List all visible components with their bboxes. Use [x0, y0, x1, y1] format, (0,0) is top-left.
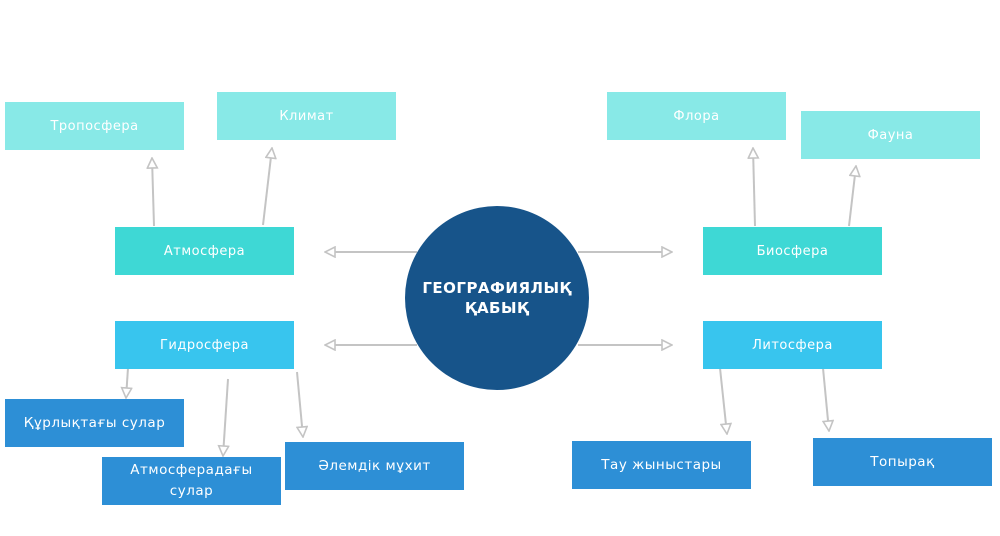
- node-land-waters: Құрлықтағы сулар: [5, 399, 184, 447]
- node-atmospheric-waters: Атмосферадағы сулар: [102, 457, 281, 505]
- arrow-biosphere-fauna: [848, 166, 856, 227]
- center-label: ГЕОГРАФИЯЛЫҚ ҚАБЫҚ: [422, 279, 572, 317]
- node-fauna: Фауна: [801, 111, 980, 159]
- node-flora: Флора: [607, 92, 786, 140]
- arrow-biosphere-flora: [753, 148, 755, 227]
- arrow-hydrosphere-world-ocean: [296, 371, 303, 437]
- arrow-hydrosphere-atmospheric-waters: [223, 378, 228, 456]
- node-rocks: Тау жыныстары: [572, 441, 751, 489]
- node-hydrosphere: Гидросфера: [115, 321, 294, 369]
- node-climate: Климат: [217, 92, 396, 140]
- arrow-lithosphere-soil: [823, 367, 829, 431]
- node-atmosphere: Атмосфера: [115, 227, 294, 275]
- node-troposphere: Тропосфера: [5, 102, 184, 150]
- arrow-lithosphere-rocks: [719, 367, 727, 434]
- arrow-atmosphere-troposphere: [152, 158, 154, 227]
- arrow-hydrosphere-land-waters: [126, 367, 128, 398]
- node-soil: Топырақ: [813, 438, 992, 486]
- node-lithosphere: Литосфера: [703, 321, 882, 369]
- node-world-ocean: Әлемдік мұхит: [285, 442, 464, 490]
- arrow-atmosphere-climate: [262, 148, 272, 226]
- node-biosphere: Биосфера: [703, 227, 882, 275]
- center-node: ГЕОГРАФИЯЛЫҚ ҚАБЫҚ: [405, 206, 589, 390]
